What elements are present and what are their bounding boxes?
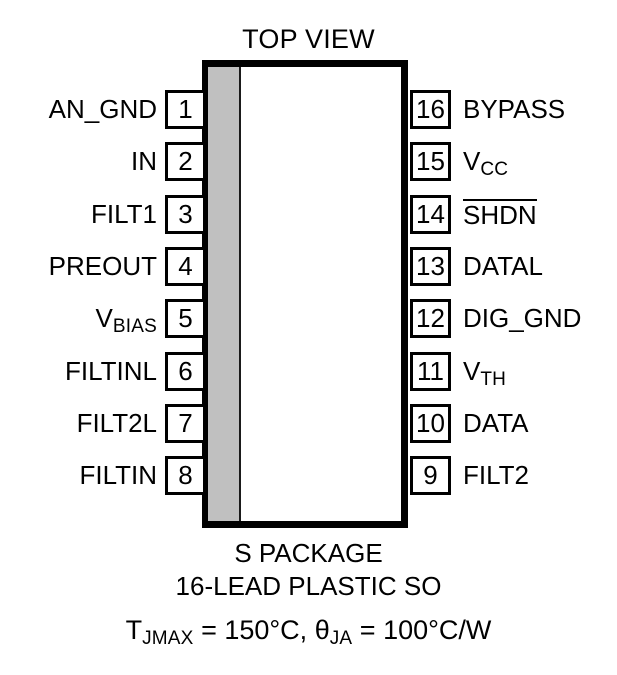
pin-label-right-14: SHDN [463,195,537,234]
package-name-label: S PACKAGE [234,538,383,568]
overline-bar: SHDN [463,198,537,230]
pin-number-box-7: 7 [165,403,206,443]
pin-label-left-1: AN_GND [48,94,157,124]
pin-label-right-11: VTH [463,355,507,390]
pin-label-right-10: DATA [463,407,529,438]
page-title: TOP VIEW [242,24,375,54]
pin-number-box-15: 15 [410,142,451,182]
pin-label-right-16: BYPASS [463,94,566,124]
pin-label-right-13: DATAL [463,250,543,281]
pin-number-box-12: 12 [410,299,451,339]
pin-label-subscript: CC [480,159,509,181]
tjmax-value: = 150°C, [193,615,315,645]
package-pin1-band [208,67,241,521]
pin-number-box-5: 5 [165,299,206,339]
theta-subscript: JA [329,628,353,649]
pin-label-left-4: PREOUT [48,250,157,281]
pin-label-left-3: FILT1 [91,198,157,229]
package-leadcount-label: 16-LEAD PLASTIC SO [175,571,442,601]
pin-row: AN_GND 1 16 BYPASS [0,90,617,129]
pin-label-right-15: VCC [463,146,509,181]
theta-symbol: θ [314,615,330,645]
pin-label-left-2: IN [131,146,157,177]
pin-number-box-11: 11 [410,351,451,391]
pin-row: FILTIN 8 9 FILT2 [0,456,617,496]
pin-number-box-14: 14 [410,194,451,234]
pin-row: FILT1 3 14 SHDN [0,194,617,234]
pin-row: FILT2L 7 10 DATA [0,403,617,443]
pin-number-box-1: 1 [165,90,206,129]
pin-label-right-9: FILT2 [463,460,529,491]
pin-label-subscript: BIAS [112,316,157,338]
pin-label-subscript: TH [480,368,507,390]
pin-number-box-2: 2 [165,142,206,182]
tjmax-symbol: T [125,615,143,645]
pin-number-box-10: 10 [410,403,451,443]
pin-row: PREOUT 4 13 DATAL [0,246,617,286]
pin-label-left-5: VBIAS [95,303,157,338]
pin-number-box-13: 13 [410,246,451,286]
pin-number-box-6: 6 [165,351,206,391]
pin-number-box-4: 4 [165,246,206,286]
pin-label-left-8: FILTIN [79,460,157,491]
pin-label-left-6: FILTINL [65,355,157,386]
pin-number-box-9: 9 [410,456,451,496]
pin-row: IN 2 15 VCC [0,142,617,182]
pin-number-box-16: 16 [410,90,451,129]
thermal-spec-label: TJMAX = 150°C, θJA = 100°C/W [0,615,617,649]
pin-number-box-8: 8 [165,456,206,496]
pin-row: FILTINL 6 11 VTH [0,351,617,391]
pin-number-box-3: 3 [165,194,206,234]
theta-value: = 100°C/W [352,615,492,645]
pin-label-right-12: DIG_GND [463,303,582,334]
pin-label-left-7: FILT2L [76,407,157,438]
tjmax-subscript: JMAX [142,628,194,649]
